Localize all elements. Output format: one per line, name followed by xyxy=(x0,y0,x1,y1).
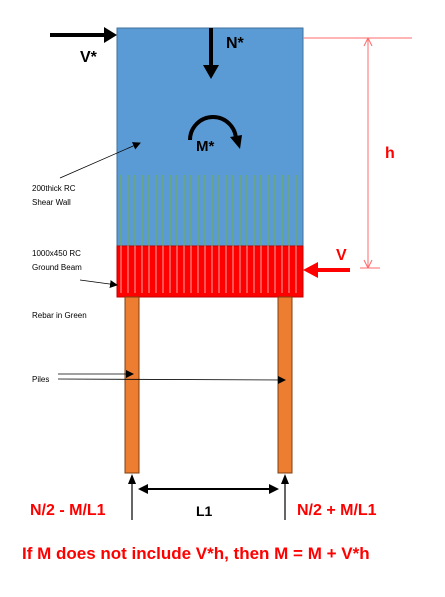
ground-beam-leader xyxy=(79,279,118,289)
m-star-label: M* xyxy=(196,138,214,155)
shear-wall-leader xyxy=(59,142,141,179)
shear-wall-annotation-line2: Shear Wall xyxy=(32,198,71,207)
m-star-moment-icon xyxy=(188,115,242,149)
h-dimension xyxy=(303,37,412,269)
reaction-left-label: N/2 - M/L1 xyxy=(30,502,106,519)
l1-dimension xyxy=(138,484,279,494)
pile-right xyxy=(277,296,293,474)
piles-annotation: Piles xyxy=(32,375,49,384)
l1-label: L1 xyxy=(196,503,213,519)
v-star-label: V* xyxy=(80,49,98,66)
reaction-left-arrow xyxy=(128,474,136,520)
reaction-right-label: N/2 + M/L1 xyxy=(297,502,377,519)
v-arrow xyxy=(303,262,350,278)
v-star-arrow xyxy=(50,27,117,43)
ground-beam-annotation-line1: 1000x450 RC xyxy=(32,249,81,258)
rebar-annotation: Rebar in Green xyxy=(32,311,87,320)
ground-beam xyxy=(116,245,304,298)
n-star-label: N* xyxy=(226,35,245,52)
shear-wall-annotation-line1: 200thick RC xyxy=(32,184,76,193)
reaction-right-arrow xyxy=(281,474,289,520)
ground-beam-annotation-line2: Ground Beam xyxy=(32,263,82,272)
h-label: h xyxy=(385,145,395,162)
pile-left xyxy=(124,296,140,474)
v-label: V xyxy=(336,247,347,264)
piles-leader-right xyxy=(57,375,286,384)
rebar-lines xyxy=(120,175,297,293)
moment-note: If M does not include V*h, then M = M + … xyxy=(22,544,370,563)
n-star-arrow xyxy=(203,28,219,79)
